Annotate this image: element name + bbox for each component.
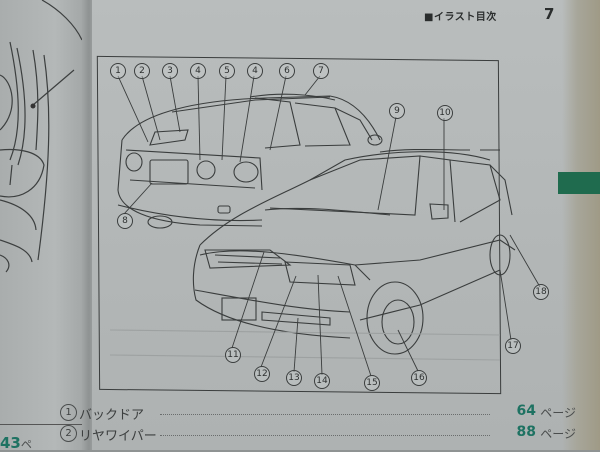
index-page-suffix: ページ [540, 406, 576, 420]
left-page-illustration [0, 0, 83, 273]
index-label: リヤワイパー [79, 429, 157, 444]
index-item-back-door[interactable]: 1 バックドア 64 ページ [60, 402, 580, 423]
section-tab [558, 172, 600, 194]
page-number: 7 [544, 5, 555, 23]
callout-14: 14 [314, 373, 330, 389]
left-page-ref-suffix: ペ [20, 438, 32, 451]
callout-7: 7 [313, 63, 329, 79]
index-page-number: 64 [516, 403, 536, 419]
callout-16: 16 [411, 370, 427, 386]
leader-dots [160, 435, 490, 436]
index-page-suffix: ページ [540, 427, 576, 441]
left-page: 43ペ [0, 0, 92, 452]
callout-15: 15 [364, 375, 380, 391]
callout-1: 1 [110, 63, 126, 79]
callout-8: 8 [117, 213, 133, 229]
left-page-reference: 43ペ [0, 434, 32, 452]
leader-dots [160, 414, 490, 415]
callout-11: 11 [225, 347, 241, 363]
left-page-ref-number: 43 [0, 434, 21, 452]
callout-4b: 4 [247, 63, 263, 79]
page-edge-shadow [562, 0, 600, 450]
callout-4a: 4 [190, 63, 206, 79]
callout-2: 2 [134, 63, 150, 79]
callout-13: 13 [286, 370, 302, 386]
index-list: 1 バックドア 64 ページ 2 リヤワイパー 88 ページ [60, 402, 580, 444]
callout-10: 10 [437, 105, 453, 121]
callout-5: 5 [219, 63, 235, 79]
callout-12: 12 [254, 366, 270, 382]
callout-18: 18 [533, 284, 549, 300]
callout-9: 9 [389, 103, 405, 119]
callout-6: 6 [279, 63, 295, 79]
index-number: 2 [60, 425, 77, 442]
index-page-number: 88 [516, 424, 536, 440]
index-label: バックドア [79, 408, 145, 423]
callout-3: 3 [162, 63, 178, 79]
index-item-rear-wiper[interactable]: 2 リヤワイパー 88 ページ [60, 423, 580, 444]
callout-17: 17 [505, 338, 521, 354]
section-title: ■イラスト目次 [424, 12, 497, 23]
left-page-rule [0, 424, 82, 425]
index-number: 1 [60, 404, 77, 421]
